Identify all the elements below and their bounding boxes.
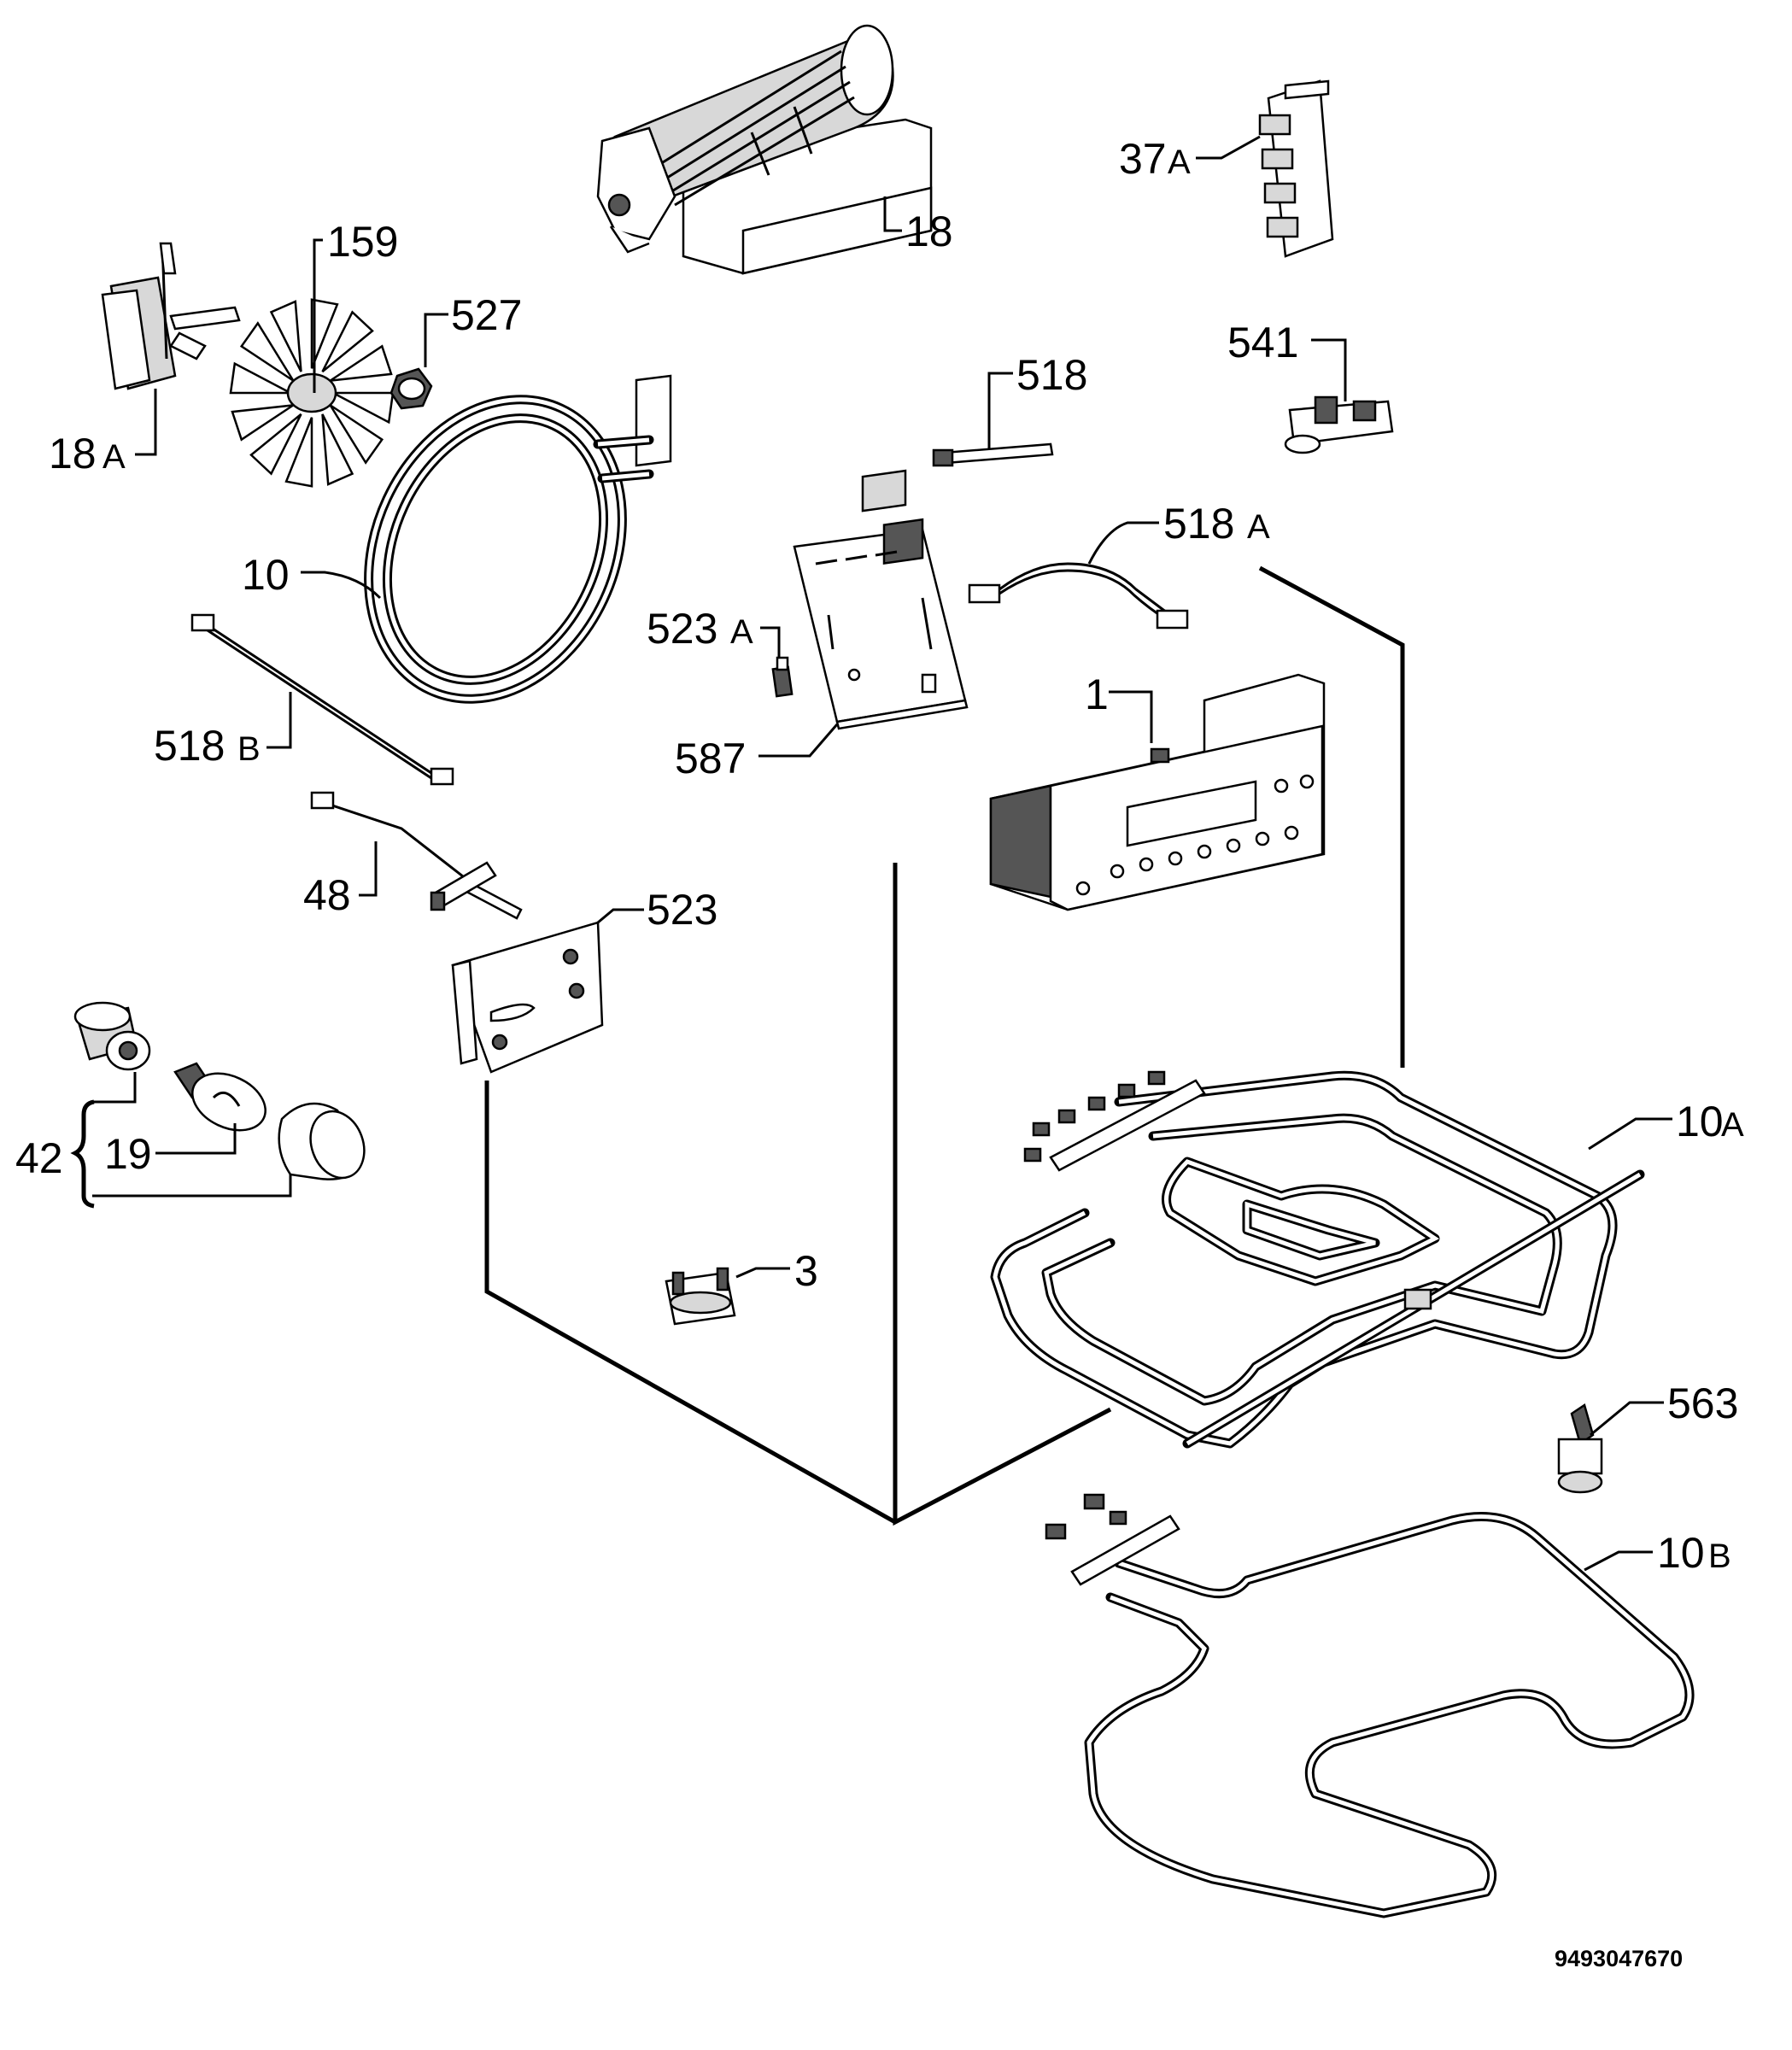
label-518a-suffix: A (1247, 508, 1270, 546)
impeller-blade (284, 417, 313, 488)
label-10a-suffix: A (1721, 1106, 1744, 1144)
impeller-blade (269, 300, 302, 372)
label-1: 1 (1085, 671, 1109, 718)
label-518: 518 (1016, 351, 1087, 399)
label-518b-suffix: B (237, 730, 261, 768)
label-541: 541 (1227, 319, 1298, 366)
label-18a: 18 (49, 430, 97, 477)
impeller-blade (310, 298, 339, 369)
label-10b-suffix: B (1708, 1538, 1731, 1575)
impeller-hub (286, 372, 337, 413)
adjustable-foot-part (1557, 1403, 1603, 1494)
label-159: 159 (327, 218, 398, 266)
document-number: 9493047670 (1555, 1946, 1683, 1971)
label-518a: 518 (1163, 500, 1234, 548)
label-10a: 10 (1676, 1098, 1724, 1145)
fan-impeller-part (229, 298, 395, 488)
lamp-bulb-part (173, 1062, 266, 1132)
label-518b: 518 (154, 722, 225, 770)
lamp-cover-part (278, 1102, 366, 1180)
control-panel-part (989, 673, 1326, 911)
bracket-part (451, 921, 604, 1074)
electronic-board-part (793, 469, 969, 730)
cable-518b-part (190, 613, 454, 786)
label-527: 527 (451, 291, 522, 339)
cable-harness-part (968, 562, 1189, 630)
impeller-blade (249, 413, 302, 476)
label-18a-suffix: A (102, 438, 126, 476)
label-563: 563 (1667, 1379, 1738, 1427)
nut-part (389, 367, 433, 410)
circular-heating-element-part (364, 374, 672, 704)
label-523: 523 (647, 886, 717, 934)
lamp-holder-part (73, 1001, 151, 1071)
label-48: 48 (303, 871, 351, 919)
impeller-blade (229, 361, 291, 395)
label-523a-suffix: A (730, 613, 753, 651)
terminal-block-part (1258, 79, 1334, 258)
impeller-blade (329, 404, 384, 465)
label-37: 37 (1119, 135, 1167, 183)
label-42: 42 (15, 1134, 63, 1182)
thermostat-part (665, 1267, 736, 1326)
label-3: 3 (794, 1247, 818, 1295)
probe-wire-part (932, 442, 1054, 467)
lower-heating-element-part (1045, 1493, 1695, 1918)
label-587: 587 (675, 735, 746, 782)
label-10: 10 (242, 551, 290, 599)
impeller-blade (332, 391, 395, 425)
label-18: 18 (905, 208, 953, 255)
label-19: 19 (104, 1130, 152, 1178)
small-connector-part (771, 656, 794, 698)
door-switch-part (1284, 395, 1394, 454)
impeller-blade (321, 310, 374, 373)
label-37-suffix: A (1168, 144, 1191, 181)
impeller-blade (321, 413, 354, 486)
upper-heating-element-part (990, 1070, 1645, 1449)
impeller-blade (329, 344, 393, 382)
oven-cavity-outline (484, 565, 1405, 1526)
label-523a: 523 (647, 605, 717, 653)
label-10b: 10 (1657, 1529, 1705, 1577)
impeller-blade (231, 404, 295, 442)
oven-sensor-part (310, 791, 523, 920)
tangential-fan-part (596, 24, 933, 275)
fan-motor-part (101, 242, 241, 390)
impeller-blade (239, 321, 295, 382)
